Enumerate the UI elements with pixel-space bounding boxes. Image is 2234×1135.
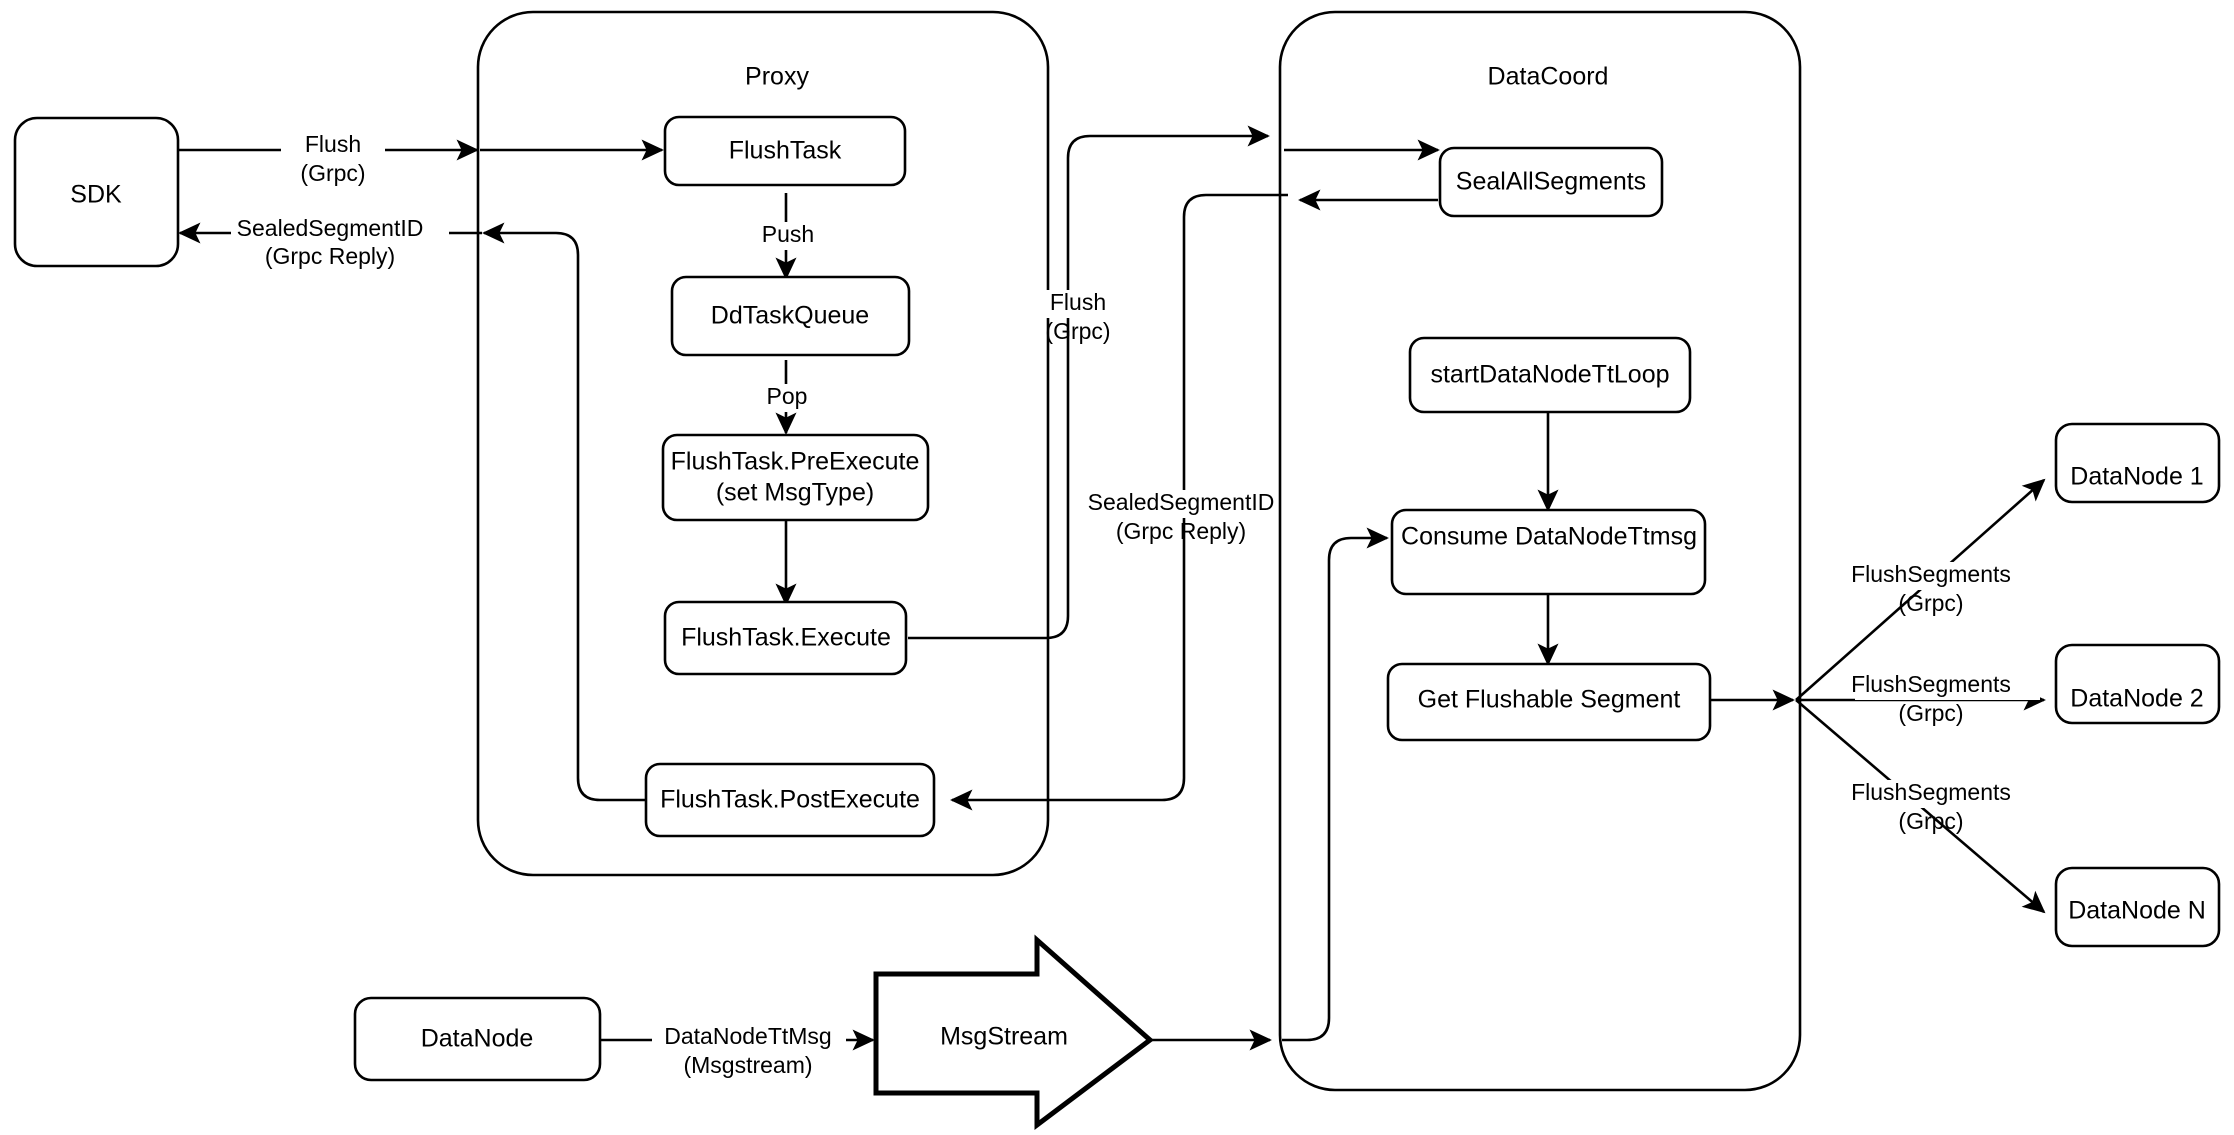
edge-postexecute-to-reply-rail (482, 222, 645, 802)
msgstream-arrow-shape[interactable] (873, 934, 1154, 1131)
sdk-reply-label-line2: (Grpc Reply) (265, 243, 395, 269)
node-dd-task-queue[interactable]: DdTaskQueue (670, 275, 911, 357)
flushsegments-1-label-line2: (Grpc) (1898, 590, 1963, 616)
node-datanode-1[interactable]: DataNode 1 (2054, 422, 2221, 504)
execute-label: FlushTask.Execute (681, 624, 891, 652)
edge-datacoord-rail-to-consume (1282, 527, 1389, 1042)
edge-label-datanode-ttmsg: DataNodeTtMsg (Msgstream) (652, 1023, 846, 1078)
sdk-label: SDK (70, 181, 122, 209)
node-start-datanode-ttloop[interactable]: startDataNodeTtLoop (1408, 336, 1692, 414)
sdk-flush-label-line1: Flush (305, 131, 361, 157)
edge-label-proxy-flush: Flush (Grpc) (1024, 289, 1116, 344)
edge-label-flushsegments-3: FlushSegments (Grpc) (1851, 779, 2040, 834)
edge-label-push: Push (755, 221, 821, 250)
preexecute-label-line1: FlushTask.PreExecute (671, 448, 920, 476)
ttmsg-label-line2: (Msgstream) (683, 1052, 812, 1078)
edge-execute-to-datacoord (908, 125, 1270, 640)
preexecute-label-line2: (set MsgType) (716, 479, 874, 507)
flush-task-rect[interactable] (663, 115, 907, 187)
postexecute-label: FlushTask.PostExecute (660, 786, 920, 814)
node-get-flushable-segment[interactable]: Get Flushable Segment (1386, 662, 1712, 742)
node-seal-all-segments[interactable]: SealAllSegments (1438, 146, 1664, 218)
proxy-reply-label-line1: SealedSegmentID (1088, 489, 1275, 515)
edge-label-proxy-reply: SealedSegmentID (Grpc Reply) (1088, 489, 1278, 544)
edge-label-sdk-flush: Flush (Grpc) (281, 131, 385, 186)
datanode-1-label: DataNode 1 (2070, 463, 2203, 491)
edge-label-flushsegments-2: FlushSegments (Grpc) (1851, 671, 2040, 726)
flushsegments-3-label-line2: (Grpc) (1898, 808, 1963, 834)
node-flushtask-postexecute[interactable]: FlushTask.PostExecute (644, 762, 936, 838)
dd-task-queue-rect[interactable] (670, 275, 911, 357)
proxy-flush-label-line1: Flush (1050, 289, 1106, 315)
node-msgstream[interactable]: MsgStream (873, 934, 1154, 1131)
get-flushable-rect[interactable] (1386, 662, 1712, 742)
dd-task-queue-label: DdTaskQueue (711, 302, 869, 330)
pop-label: Pop (767, 383, 808, 409)
sdk-reply-label-line1: SealedSegmentID (237, 215, 424, 241)
node-flush-task[interactable]: FlushTask (663, 115, 907, 187)
node-flushtask-execute[interactable]: FlushTask.Execute (663, 600, 908, 676)
node-datanode-2[interactable]: DataNode 2 (2054, 643, 2221, 725)
edge-label-pop: Pop (758, 383, 816, 412)
preexecute-rect[interactable] (661, 433, 930, 522)
sdk-flush-label-line2: (Grpc) (300, 160, 365, 186)
datanode-2-label: DataNode 2 (2070, 685, 2203, 713)
node-sdk[interactable]: SDK (13, 116, 180, 268)
consume-ttmsg-rect[interactable] (1390, 508, 1707, 596)
flush-task-label: FlushTask (729, 137, 842, 165)
msgstream-label: MsgStream (940, 1023, 1068, 1051)
flushsegments-1-label-line1: FlushSegments (1851, 561, 2011, 587)
node-datanode-source[interactable]: DataNode (353, 996, 602, 1082)
proxy-reply-label-line2: (Grpc Reply) (1116, 518, 1246, 544)
edge-label-sdk-reply: SealedSegmentID (Grpc Reply) (231, 215, 449, 269)
datanode-1-rect[interactable] (2054, 422, 2221, 504)
start-ttloop-rect[interactable] (1408, 336, 1692, 414)
flushsegments-3-label-line1: FlushSegments (1851, 779, 2011, 805)
node-flushtask-preexecute[interactable]: FlushTask.PreExecute (set MsgType) (661, 433, 930, 522)
datanode-n-rect[interactable] (2054, 866, 2221, 948)
datacoord-container-label: DataCoord (1488, 63, 1609, 91)
proxy-container-label: Proxy (745, 63, 809, 91)
postexecute-rect[interactable] (644, 762, 936, 838)
node-datanode-n[interactable]: DataNode N (2054, 866, 2221, 948)
ttmsg-label-line1: DataNodeTtMsg (664, 1023, 831, 1049)
edge-label-flushsegments-1: FlushSegments (Grpc) (1851, 561, 2040, 616)
sdk-rect[interactable] (13, 116, 180, 268)
consume-ttmsg-label: Consume DataNodeTtmsg (1401, 523, 1697, 551)
datanode-2-rect[interactable] (2054, 643, 2221, 725)
start-ttloop-label: startDataNodeTtLoop (1430, 361, 1669, 389)
node-consume-datanode-ttmsg[interactable]: Consume DataNodeTtmsg (1390, 508, 1707, 596)
seal-all-segments-label: SealAllSegments (1456, 168, 1646, 196)
flushsegments-2-label-line1: FlushSegments (1851, 671, 2011, 697)
seal-all-segments-rect[interactable] (1438, 146, 1664, 218)
proxy-flush-label-line2: (Grpc) (1045, 318, 1110, 344)
execute-rect[interactable] (663, 600, 908, 676)
datanode-source-rect[interactable] (353, 996, 602, 1082)
datanode-source-label: DataNode (421, 1025, 534, 1053)
get-flushable-label: Get Flushable Segment (1418, 686, 1681, 714)
flushsegments-2-label-line2: (Grpc) (1898, 700, 1963, 726)
push-label: Push (762, 221, 814, 247)
datanode-n-label: DataNode N (2068, 897, 2206, 925)
